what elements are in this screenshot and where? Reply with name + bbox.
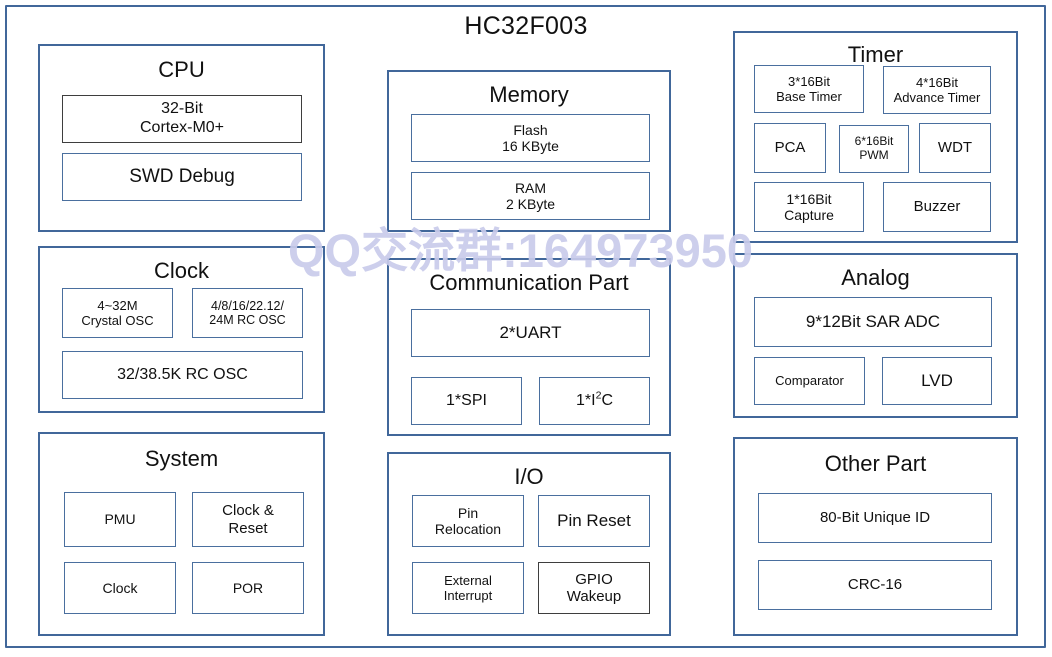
group-title-system: System [144, 446, 219, 471]
box-clock-label: Clock [102, 579, 138, 596]
box-gpio-wakeup[interactable]: GPIO Wakeup [538, 562, 650, 614]
box-cortex-m0-line1: 32-Bit [161, 100, 203, 118]
box-spi-label: 1*SPI [446, 391, 487, 409]
box-pin-reset-label: Pin Reset [557, 511, 631, 531]
group-title-communication: Communication Part [429, 270, 629, 295]
box-cortex-m0-line2: Cortex-M0+ [139, 119, 225, 136]
box-crystal-osc[interactable]: 4~32M Crystal OSC [62, 288, 173, 338]
box-flash[interactable]: Flash 16 KByte [411, 114, 650, 162]
box-wdt[interactable]: WDT [919, 123, 991, 173]
group-title-timer: Timer [847, 42, 904, 67]
group-io: I/O [387, 452, 671, 636]
box-spi[interactable]: 1*SPI [411, 377, 522, 425]
box-comparator[interactable]: Comparator [754, 357, 865, 405]
box-flash-line2: 16 KByte [502, 138, 559, 154]
box-lvd-label: LVD [921, 371, 953, 391]
box-pmu-label: PMU [104, 511, 136, 528]
box-clock-reset-line2: Reset [228, 519, 268, 537]
group-timer: Timer [733, 31, 1018, 243]
chip-outer-frame [5, 5, 1046, 648]
box-buzzer-label: Buzzer [913, 198, 961, 216]
box-pca-label: PCA [774, 139, 806, 157]
box-unique-id-label: 80-Bit Unique ID [819, 509, 931, 527]
group-title-cpu: CPU [158, 57, 205, 82]
box-rc-osc-low[interactable]: 32/38.5K RC OSC [62, 351, 303, 399]
box-pin-relocation-line1: Pin [457, 504, 479, 521]
box-advance-timer-line1: 4*16Bit [916, 74, 958, 90]
box-crystal-osc-line2: Crystal OSC [81, 313, 154, 328]
group-other-part: Other Part [733, 437, 1018, 636]
group-analog: Analog [733, 253, 1018, 418]
box-pca[interactable]: PCA [754, 123, 826, 173]
box-wdt-label: WDT [937, 139, 973, 157]
box-gpio-wakeup-line1: GPIO [575, 570, 613, 588]
box-por-label: POR [232, 579, 264, 596]
box-rc-osc-low-label: 32/38.5K RC OSC [117, 365, 248, 383]
box-ram-line1: RAM [514, 179, 547, 196]
box-capture[interactable]: 1*16Bit Capture [754, 182, 864, 232]
box-external-interrupt-line1: External [444, 572, 492, 588]
box-comparator-label: Comparator [775, 373, 844, 389]
group-cpu: CPU [38, 44, 325, 232]
group-title-memory: Memory [489, 82, 569, 107]
box-capture-line2: Capture [784, 207, 834, 223]
group-communication: Communication Part [387, 258, 671, 436]
box-clock-reset[interactable]: Clock & Reset [192, 492, 304, 547]
box-rc-osc-high[interactable]: 4/8/16/22.12/ 24M RC OSC [192, 288, 303, 338]
box-crc16[interactable]: CRC-16 [758, 560, 992, 610]
group-title-io: I/O [514, 464, 544, 489]
box-external-interrupt-line2: Interrupt [443, 588, 493, 603]
box-por[interactable]: POR [192, 562, 304, 614]
box-base-timer[interactable]: 3*16Bit Base Timer [754, 65, 864, 113]
box-cortex-m0[interactable]: 32-Bit Cortex-M0+ [62, 95, 302, 143]
group-clock: Clock [38, 246, 325, 413]
box-pwm[interactable]: 6*16Bit PWM [839, 125, 909, 173]
box-crc16-label: CRC-16 [847, 576, 903, 594]
box-ram-line2: 2 KByte [505, 196, 556, 212]
box-rc-osc-high-line1: 4/8/16/22.12/ [211, 298, 284, 313]
box-uart[interactable]: 2*UART [411, 309, 650, 357]
box-capture-line1: 1*16Bit [786, 190, 832, 207]
box-pin-reset[interactable]: Pin Reset [538, 495, 650, 547]
box-uart-label: 2*UART [499, 323, 562, 343]
box-crystal-osc-line1: 4~32M [97, 297, 138, 313]
box-pwm-line1: 6*16Bit [854, 134, 894, 149]
box-clock[interactable]: Clock [64, 562, 176, 614]
box-base-timer-line1: 3*16Bit [788, 73, 830, 89]
box-swd-debug-label: SWD Debug [129, 165, 235, 187]
box-i2c-label: 1*I2C [575, 389, 613, 409]
box-pin-relocation[interactable]: Pin Relocation [412, 495, 524, 547]
box-unique-id[interactable]: 80-Bit Unique ID [758, 493, 992, 543]
box-buzzer[interactable]: Buzzer [883, 182, 991, 232]
box-rc-osc-high-line2: 24M RC OSC [209, 313, 286, 327]
page-title: HC32F003 [464, 12, 588, 40]
box-i2c[interactable]: 1*I2C [539, 377, 650, 425]
box-flash-line1: Flash [513, 121, 548, 138]
box-sar-adc-label: 9*12Bit SAR ADC [805, 312, 941, 332]
group-system: System [38, 432, 325, 636]
box-ram[interactable]: RAM 2 KByte [411, 172, 650, 220]
box-pwm-line2: PWM [859, 148, 889, 162]
box-gpio-wakeup-line2: Wakeup [566, 588, 622, 605]
box-clock-reset-line1: Clock & [222, 502, 274, 520]
box-external-interrupt[interactable]: External Interrupt [412, 562, 524, 614]
box-pin-relocation-line2: Relocation [434, 521, 502, 537]
box-base-timer-line2: Base Timer [776, 89, 842, 104]
group-memory: Memory [387, 70, 671, 232]
group-title-clock: Clock [153, 258, 209, 283]
group-title-analog: Analog [841, 265, 910, 290]
group-title-other-part: Other Part [824, 451, 927, 476]
box-advance-timer-line2: Advance Timer [893, 90, 981, 105]
box-lvd[interactable]: LVD [882, 357, 992, 405]
box-pmu[interactable]: PMU [64, 492, 176, 547]
box-sar-adc[interactable]: 9*12Bit SAR ADC [754, 297, 992, 347]
box-advance-timer[interactable]: 4*16Bit Advance Timer [883, 66, 991, 114]
box-swd-debug[interactable]: SWD Debug [62, 153, 302, 201]
